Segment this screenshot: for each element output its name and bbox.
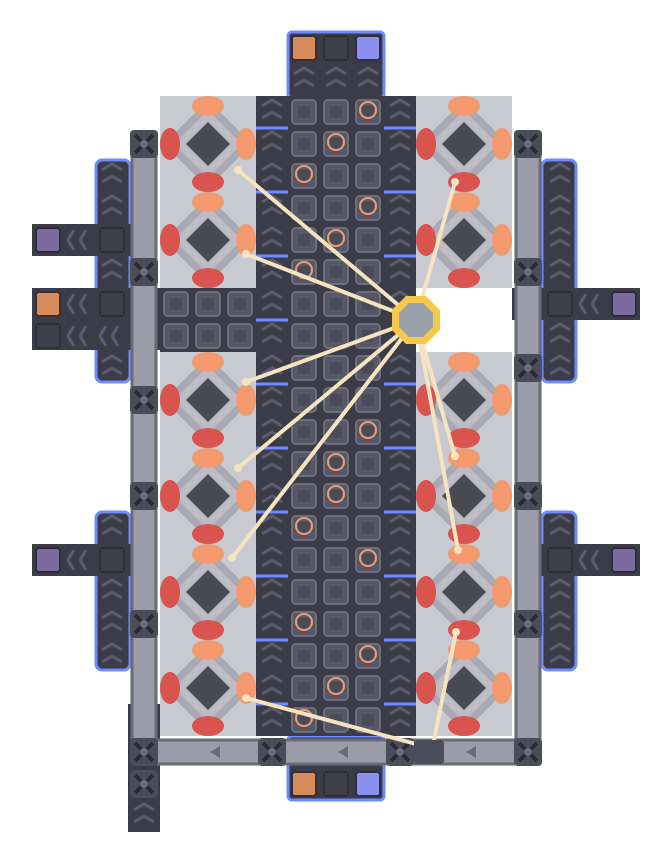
machine[interactable] [416,544,512,640]
port-dark[interactable] [99,227,125,253]
relay-endpoint[interactable] [414,740,444,764]
machine[interactable] [416,640,512,736]
machine[interactable] [160,448,256,544]
machine[interactable] [416,96,512,192]
machine[interactable] [160,192,256,288]
machine[interactable] [160,544,256,640]
port-purple[interactable] [611,291,637,317]
port-left [35,227,125,573]
port-dark[interactable] [99,291,125,317]
port-right [547,291,637,573]
port-dark[interactable] [547,291,573,317]
port-dark[interactable] [323,35,349,61]
port-dark[interactable] [35,323,61,349]
machine[interactable] [160,640,256,736]
power-beams [230,168,460,746]
port-orange[interactable] [291,771,317,797]
port-purple[interactable] [611,547,637,573]
port-blue[interactable] [355,771,381,797]
port-orange[interactable] [291,35,317,61]
port-dark[interactable] [99,547,125,573]
central-conveyor-array [160,96,416,736]
port-bottom [291,771,381,797]
port-dark[interactable] [323,771,349,797]
machine[interactable] [160,352,256,448]
port-dark[interactable] [547,547,573,573]
empty-build-slot[interactable] [436,288,484,352]
port-blue[interactable] [355,35,381,61]
port-purple[interactable] [35,547,61,573]
machine-column-right [416,96,512,736]
machine[interactable] [416,448,512,544]
port-orange[interactable] [35,291,61,317]
machine[interactable] [160,96,256,192]
port-top [291,35,381,61]
machine-column-left [160,96,256,736]
relay-node[interactable] [392,296,440,344]
port-purple[interactable] [35,227,61,253]
